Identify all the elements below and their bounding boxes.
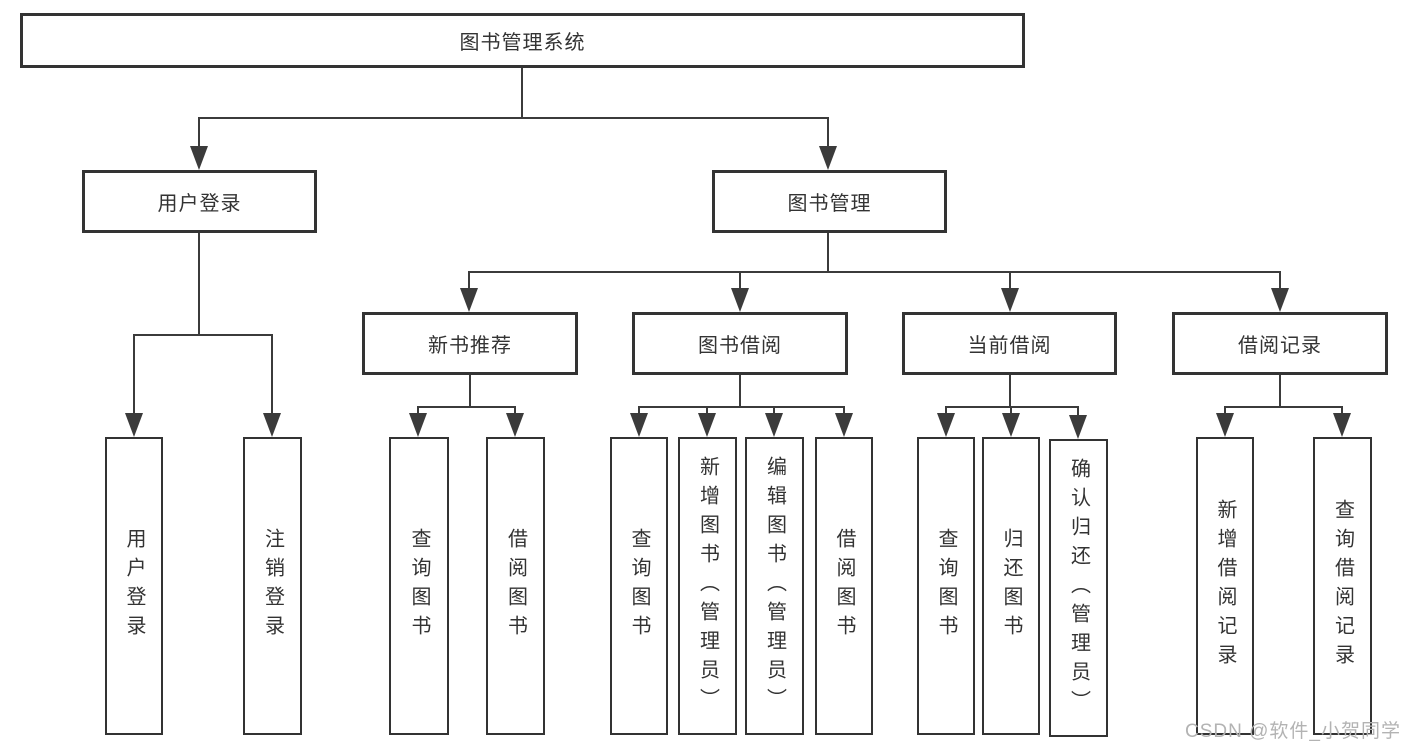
arrowhead-down-icon: [630, 413, 648, 437]
arrowhead-down-icon: [937, 413, 955, 437]
leaf-edit-books-admin: 编辑图书（管理员）: [745, 437, 804, 735]
node-label: 用户登录: [123, 528, 145, 644]
node-label: 查询图书: [408, 528, 430, 644]
arrowhead-down-icon: [1333, 413, 1351, 437]
node-label: 新书推荐: [428, 335, 512, 357]
leaf-add-books-admin: 新增图书（管理员）: [678, 437, 737, 735]
node-label: 归还图书: [1000, 528, 1022, 644]
arrowhead-down-icon: [698, 413, 716, 437]
connector-line: [133, 334, 273, 336]
leaf-query-books-current: 查询图书: [917, 437, 975, 735]
connector-line: [773, 406, 775, 415]
node-label: 注销登录: [261, 528, 284, 644]
leaf-query-books-recommend: 查询图书: [389, 437, 449, 735]
connector-line: [1224, 406, 1226, 415]
leaf-borrow-books-recommend: 借阅图书: [486, 437, 545, 735]
connector-line: [271, 334, 273, 415]
node-label: 图书借阅: [698, 335, 782, 357]
arrowhead-down-icon: [190, 146, 208, 170]
leaf-return-books: 归还图书: [982, 437, 1040, 735]
connector-line: [417, 406, 419, 415]
arrowhead-down-icon: [1216, 413, 1234, 437]
leaf-user-login: 用户登录: [105, 437, 163, 735]
node-label: 借阅图书: [504, 528, 527, 644]
connector-line: [706, 406, 708, 415]
node-current-borrow: 当前借阅: [902, 312, 1117, 375]
node-book-borrow: 图书借阅: [632, 312, 848, 375]
leaf-query-borrow-record: 查询借阅记录: [1313, 437, 1372, 735]
connector-line: [739, 271, 741, 290]
connector-line: [945, 406, 947, 415]
arrowhead-down-icon: [731, 288, 749, 312]
node-user-login: 用户登录: [82, 170, 317, 233]
arrowhead-down-icon: [460, 288, 478, 312]
leaf-borrow-books: 借阅图书: [815, 437, 873, 735]
connector-line: [198, 233, 200, 335]
leaf-confirm-return-admin: 确认归还（管理员）: [1049, 439, 1108, 737]
node-label: 查询借阅记录: [1331, 499, 1354, 673]
arrowhead-down-icon: [1002, 413, 1020, 437]
node-label: 图书管理系统: [459, 32, 586, 54]
connector-line: [945, 406, 1079, 408]
connector-line: [133, 334, 135, 415]
connector-line: [638, 406, 845, 408]
node-label: 查询图书: [935, 528, 957, 644]
arrowhead-down-icon: [1069, 415, 1087, 439]
arrowhead-down-icon: [1001, 288, 1019, 312]
connector-line: [1279, 375, 1281, 407]
connector-line: [1010, 406, 1012, 415]
node-label: 确认归还（管理员）: [1067, 457, 1090, 719]
connector-line: [1077, 406, 1079, 417]
watermark: CSDN @软件_小贺同学: [1185, 721, 1401, 742]
arrowhead-down-icon: [125, 413, 143, 437]
connector-line: [469, 375, 471, 407]
connector-line: [468, 271, 470, 290]
connector-line: [417, 406, 516, 408]
node-label: 新增图书（管理员）: [696, 455, 719, 717]
node-label: 用户登录: [157, 193, 242, 215]
node-label: 编辑图书（管理员）: [763, 455, 786, 717]
connector-line: [843, 406, 845, 415]
arrowhead-down-icon: [765, 413, 783, 437]
arrowhead-down-icon: [1271, 288, 1289, 312]
connector-line: [1009, 375, 1011, 407]
node-label: 当前借阅: [967, 335, 1052, 357]
leaf-add-borrow-record: 新增借阅记录: [1196, 437, 1254, 735]
node-label: 新增借阅记录: [1214, 499, 1236, 673]
arrowhead-down-icon: [819, 146, 837, 170]
leaf-query-books-borrow: 查询图书: [610, 437, 668, 735]
node-borrow-records: 借阅记录: [1172, 312, 1388, 375]
connector-line: [1009, 271, 1011, 290]
connector-line: [514, 406, 516, 415]
connector-line: [1341, 406, 1343, 415]
connector-line: [739, 375, 741, 407]
node-label: 借阅图书: [833, 528, 855, 644]
connector-line: [198, 117, 200, 148]
arrowhead-down-icon: [506, 413, 524, 437]
node-label: 查询图书: [628, 528, 650, 644]
connector-line: [1279, 271, 1281, 290]
connector-line: [521, 68, 523, 118]
connector-line: [1224, 406, 1343, 408]
arrowhead-down-icon: [835, 413, 853, 437]
node-book-management: 图书管理: [712, 170, 947, 233]
arrowhead-down-icon: [409, 413, 427, 437]
connector-line: [827, 117, 829, 148]
leaf-logout: 注销登录: [243, 437, 302, 735]
node-label: 借阅记录: [1238, 335, 1322, 357]
node-new-book-recommend: 新书推荐: [362, 312, 578, 375]
connector-line: [468, 271, 1281, 273]
node-label: 图书管理: [787, 193, 872, 215]
connector-line: [198, 117, 829, 119]
connector-line: [827, 233, 829, 272]
arrowhead-down-icon: [263, 413, 281, 437]
connector-line: [638, 406, 640, 415]
node-library-management-system: 图书管理系统: [20, 13, 1025, 68]
